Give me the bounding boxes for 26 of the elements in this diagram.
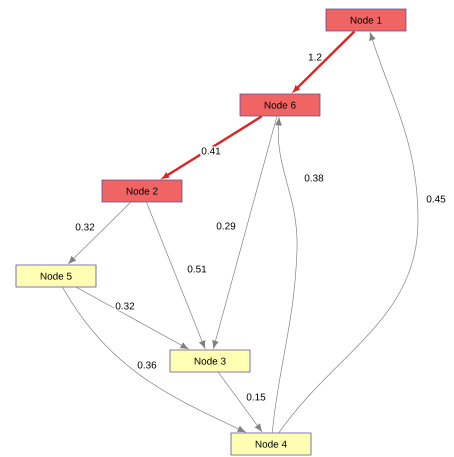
arrow — [278, 32, 418, 433]
arrow — [293, 30, 356, 92]
arrow — [162, 115, 262, 179]
node-box: Node 1 — [326, 8, 406, 32]
edge-label: 0.15 — [245, 392, 267, 402]
edge-label: 0.38 — [303, 173, 325, 183]
node-box: Node 6 — [240, 94, 320, 116]
edge-label: 0.32 — [114, 301, 136, 311]
edge-label: 0.36 — [136, 360, 158, 370]
node-box: Node 4 — [230, 432, 312, 456]
edge-label: 0.29 — [215, 221, 237, 231]
arrow — [68, 202, 131, 264]
edge-label: 0.51 — [186, 264, 208, 274]
edge-label: 1.2 — [307, 52, 323, 62]
node-box: Node 2 — [102, 180, 182, 202]
arrow — [212, 116, 278, 349]
arrow — [146, 202, 206, 349]
arrow — [62, 287, 246, 432]
edge-label: 0.32 — [74, 222, 96, 232]
node-box: Node 5 — [16, 264, 96, 288]
edge-label: 0.45 — [425, 194, 447, 204]
node-box: Node 3 — [170, 350, 250, 372]
edge-label: 0.41 — [200, 146, 222, 156]
arrow — [272, 117, 298, 433]
arrow — [76, 287, 188, 350]
arrow — [218, 372, 262, 432]
